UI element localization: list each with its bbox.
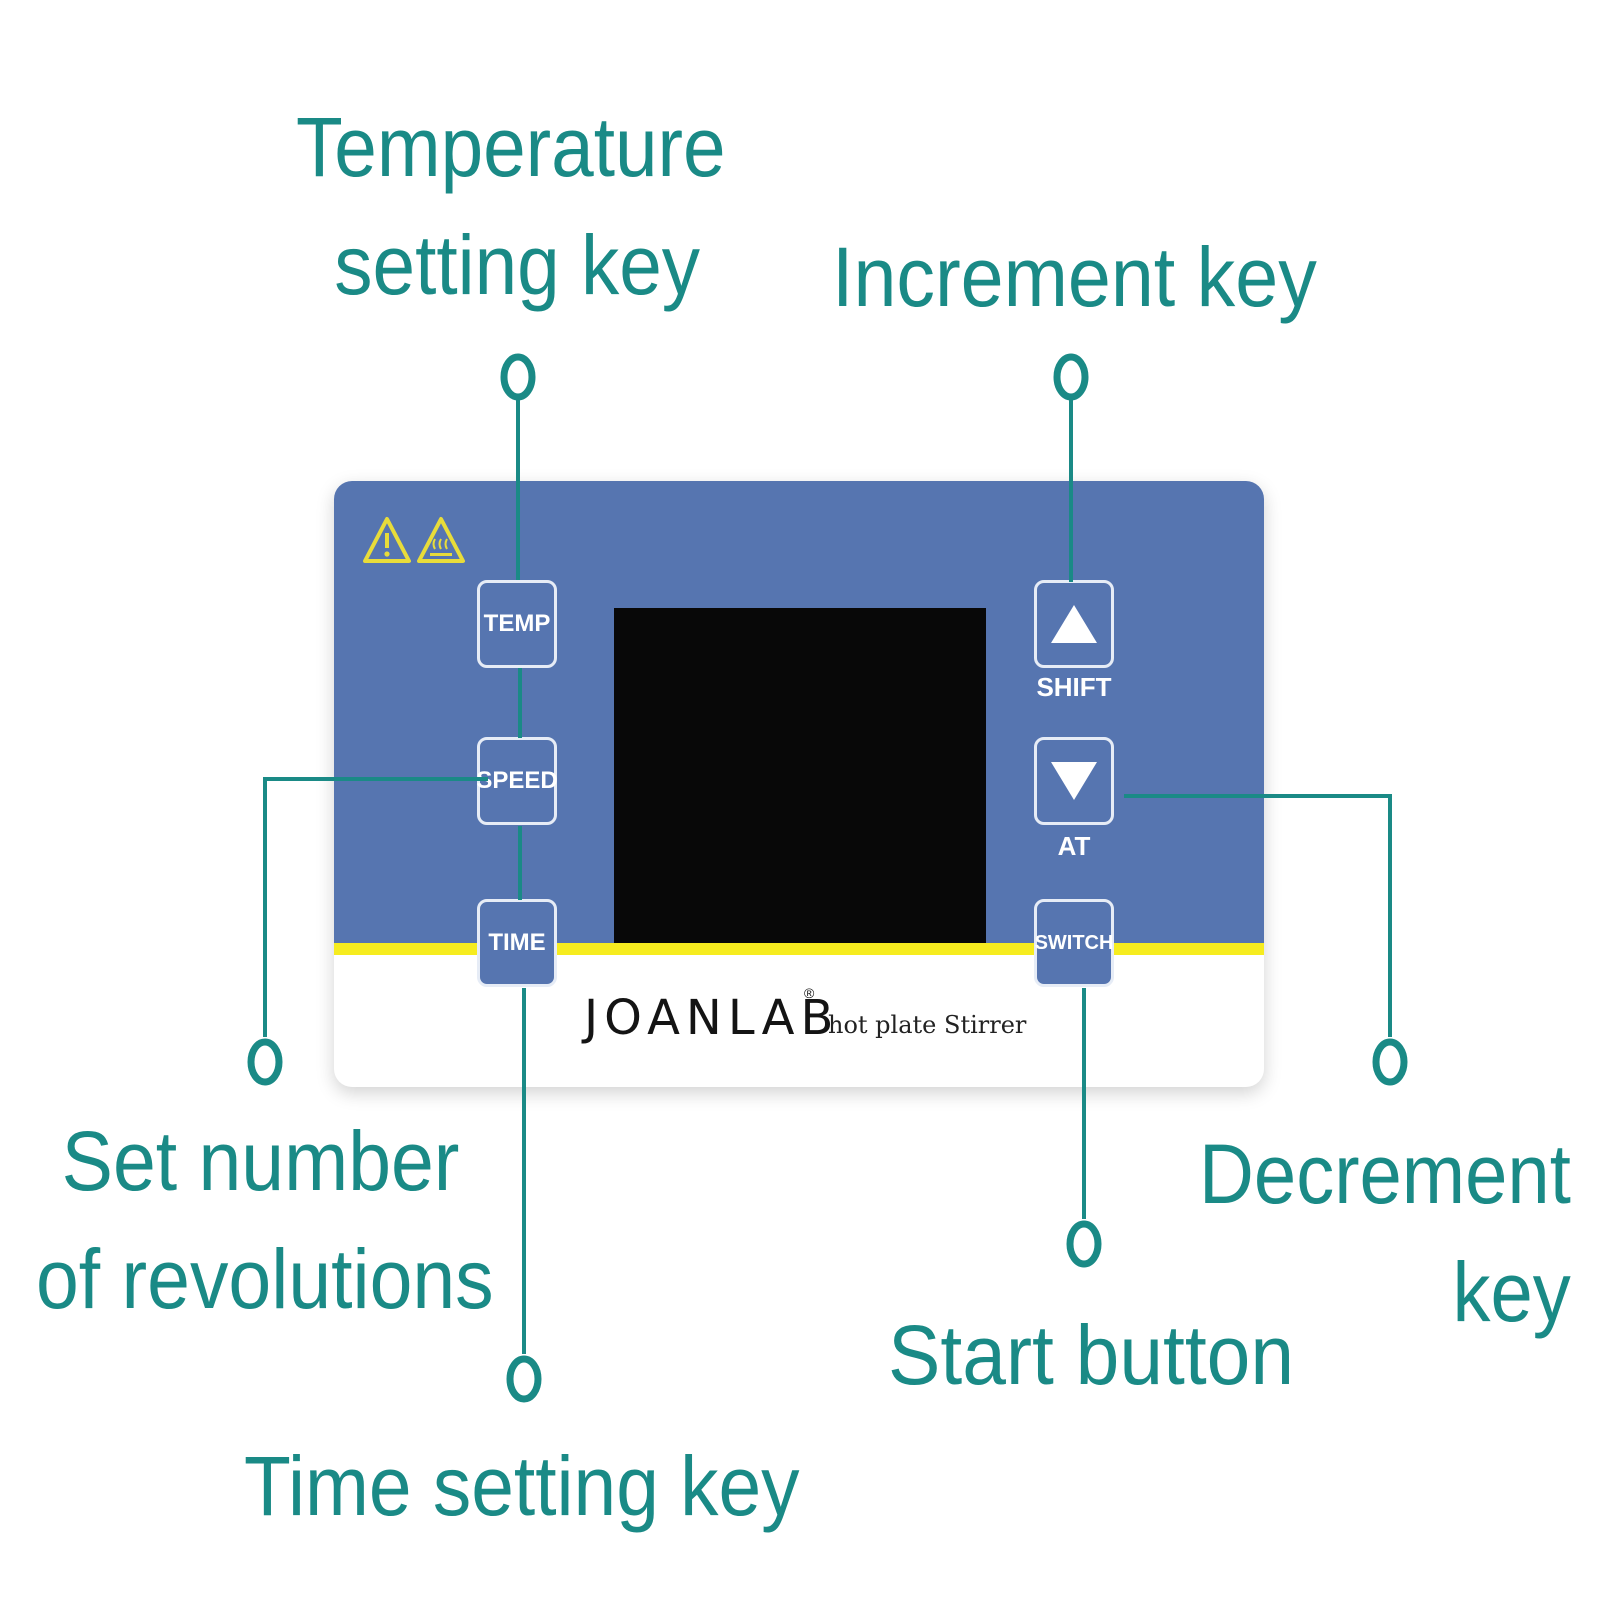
lcd-display (614, 608, 986, 943)
start-button-label: Start button (888, 1296, 1294, 1414)
start-leader-ring (1066, 1220, 1102, 1268)
shift-sublabel: SHIFT (1036, 672, 1112, 702)
yellow-stripe (334, 943, 1264, 955)
triangle-up-icon (1051, 605, 1097, 643)
time-key-label: Time setting key (244, 1427, 800, 1545)
decrement-key-label: Decrement key (1199, 1115, 1571, 1351)
warning-triangle-icon (363, 517, 411, 563)
increment-leader-ring (1053, 353, 1089, 401)
time-key[interactable]: TIME (477, 899, 557, 987)
increment-key-label: Increment key (832, 218, 1317, 336)
time-leader-ring (506, 1355, 542, 1403)
decrement-leader-ring (1372, 1038, 1408, 1086)
hot-surface-warning-icon (417, 517, 465, 563)
brand-logo: JOANLAB (584, 990, 840, 1046)
temperature-leader-ring (500, 353, 536, 401)
increment-key-label-line1: Increment key (832, 230, 1317, 324)
decrement-key-label-line1: Decrement (1199, 1127, 1571, 1221)
temperature-key-label-line1: Temperature (296, 100, 726, 194)
revolutions-leader-ring (247, 1038, 283, 1086)
temperature-key-label: Temperature setting key (296, 88, 726, 324)
at-sublabel: AT (1057, 831, 1091, 861)
time-key-label-line1: Time setting key (244, 1439, 800, 1533)
increment-key[interactable] (1034, 580, 1114, 668)
temp-key[interactable]: TEMP (477, 580, 557, 668)
temperature-key-label-line2: setting key (334, 218, 701, 312)
decrement-key[interactable] (1034, 737, 1114, 825)
start-button-label-line1: Start button (888, 1308, 1295, 1402)
decrement-key-label-line2: key (1452, 1245, 1571, 1339)
revolutions-label-line2: of revolutions (36, 1232, 494, 1326)
control-panel: TEMP SPEED TIME SHIFT AT SWITCH JOANLAB … (334, 481, 1264, 1087)
revolutions-leader-line (263, 777, 488, 1037)
registered-mark: ® (804, 985, 815, 1001)
switch-key[interactable]: SWITCH (1034, 899, 1114, 987)
revolutions-label: Set number of revolutions (36, 1102, 494, 1338)
revolutions-label-line1: Set number (61, 1114, 460, 1208)
triangle-down-icon (1051, 762, 1097, 800)
decrement-leader-line (1124, 794, 1392, 1037)
speed-key[interactable]: SPEED (476, 737, 558, 825)
brand-subtitle: hot plate Stirrer (828, 1011, 1027, 1039)
